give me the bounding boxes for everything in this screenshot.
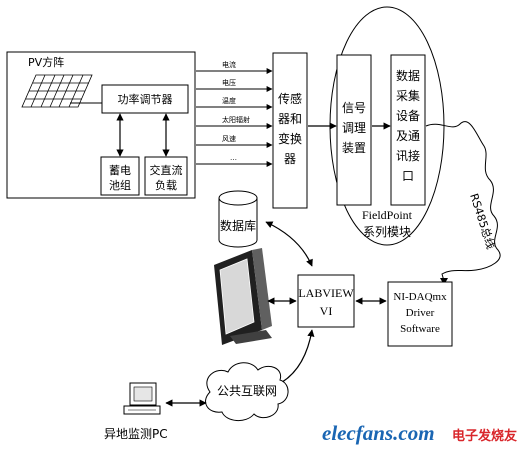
- battery-box: [100, 156, 140, 196]
- internet-label: 公共互联网: [217, 384, 277, 398]
- signal-label-more: …: [230, 154, 237, 162]
- fieldpoint-label-cn: 系列模块: [363, 225, 411, 239]
- signal-cond-line2: 调理: [342, 121, 366, 135]
- power-regulator-label: 功率调节器: [118, 92, 173, 106]
- sensor-label-line4: 器: [284, 152, 296, 166]
- signal-label-temperature: 温度: [222, 96, 236, 105]
- daq-line1: 数据: [396, 68, 420, 83]
- internet-cloud-icon: [205, 362, 289, 421]
- load-label-line1: 交直流: [150, 163, 183, 177]
- remote-pc-icon: [123, 382, 161, 415]
- sensor-converter-box: [272, 52, 308, 209]
- signal-label-voltage: 电压: [222, 78, 236, 87]
- fieldpoint-label-en: FieldPoint: [362, 208, 413, 222]
- battery-label-line2: 池组: [109, 178, 131, 192]
- daq-line6: 口: [402, 169, 414, 183]
- signal-label-current: 电流: [222, 60, 236, 69]
- rs485-bus-line: [425, 121, 501, 282]
- signal-label-irradiance: 太阳辐射: [222, 115, 250, 124]
- daqmx-line1: NI-DAQmx: [393, 291, 447, 303]
- power-regulator-box: [101, 84, 189, 114]
- rs485-bus-label: RS485总线: [467, 192, 498, 251]
- database-labview-arrow: [265, 221, 313, 267]
- pv-array-label: PV方阵: [28, 55, 64, 69]
- load-box: [144, 156, 188, 196]
- solar-panel-icon: [21, 74, 93, 108]
- watermark-brand: 电子发烧友: [452, 428, 517, 444]
- labview-line1: LABVIEW: [298, 286, 354, 300]
- daq-line5: 讯接: [396, 148, 420, 163]
- watermark-site: elecfans.com: [322, 421, 435, 445]
- signal-arrows: [196, 68, 273, 167]
- database-label: 数据库: [220, 218, 256, 233]
- daq-interface-box: [390, 54, 426, 206]
- signal-cond-line1: 信号: [342, 101, 366, 115]
- signal-conditioning-box: [336, 54, 372, 206]
- daqmx-line3: Software: [400, 323, 440, 335]
- signal-label-wind: 风速: [222, 135, 236, 143]
- sensor-label-line1: 传感: [278, 91, 302, 106]
- remote-pc-label: 异地监测PC: [104, 427, 168, 441]
- daq-line4: 及通: [396, 129, 420, 143]
- daqmx-line2: Driver: [406, 307, 435, 319]
- daq-line2: 采集: [396, 88, 420, 103]
- sensor-label-line2: 器和: [278, 112, 302, 126]
- load-label-line2: 负载: [155, 178, 177, 192]
- daq-line3: 设备: [396, 109, 420, 123]
- labview-line2: VI: [320, 304, 333, 318]
- monitor-icon: [214, 248, 272, 345]
- ni-daqmx-box: [387, 281, 453, 347]
- sensor-label-line3: 变换: [278, 131, 302, 146]
- battery-label-line1: 蓄电: [109, 164, 131, 177]
- database-icon: [218, 190, 258, 248]
- signal-cond-line3: 装置: [342, 141, 366, 155]
- labview-vi-box: [297, 274, 355, 328]
